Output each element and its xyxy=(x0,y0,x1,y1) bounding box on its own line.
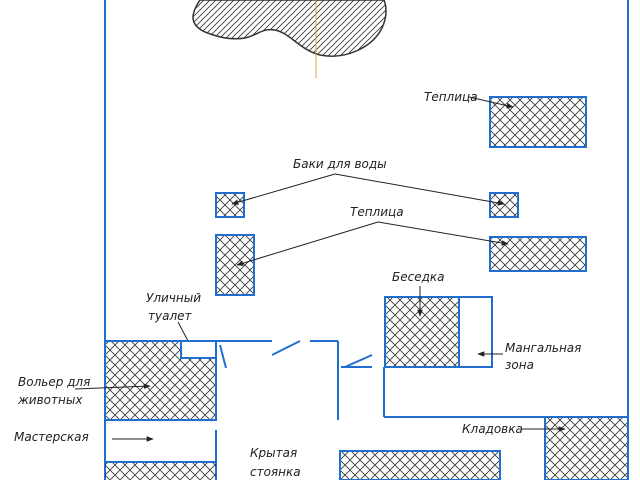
aviary-cutout xyxy=(182,342,215,357)
leader-water-tank-right xyxy=(334,173,505,206)
greenhouse-top xyxy=(489,96,587,148)
greenhouse-mid-left xyxy=(215,234,255,296)
label-workshop: Мастерская xyxy=(14,430,89,444)
label-grill-zone-1: Мангальная xyxy=(505,341,581,355)
water-tank-left xyxy=(215,192,245,218)
label-greenhouse-top: Теплица xyxy=(424,90,478,104)
label-outdoor-toilet-2: туалет xyxy=(148,309,192,323)
greenhouse-mid-right xyxy=(489,236,587,272)
label-carport-1: Крытая xyxy=(250,446,297,460)
leader-aviary xyxy=(74,383,151,390)
label-greenhouse-mid: Теплица xyxy=(350,205,404,219)
doors xyxy=(197,340,373,369)
storage xyxy=(544,416,629,480)
aviary-cutout-wall xyxy=(180,341,216,359)
label-water-tanks: Баки для воды xyxy=(293,157,387,171)
grill-zone-outline xyxy=(459,296,493,368)
label-outdoor-toilet-1: Уличный xyxy=(146,291,201,305)
label-storage: Кладовка xyxy=(462,422,523,436)
leader-water-tank-left xyxy=(231,173,336,205)
gazebo xyxy=(384,296,460,368)
carport xyxy=(339,450,501,480)
pond-blob xyxy=(192,0,387,57)
label-aviary-2: животных xyxy=(17,393,83,407)
label-carport-2: стоянка xyxy=(250,465,301,479)
label-aviary-1: Вольер для xyxy=(18,375,90,389)
leader-greenhouse-mid-left xyxy=(236,221,379,266)
label-grill-zone-2: зона xyxy=(505,358,534,372)
water-tank-right xyxy=(489,192,519,218)
leader-greenhouse-mid-right xyxy=(377,221,509,246)
label-gazebo: Беседка xyxy=(392,270,445,284)
leader-greenhouse-top xyxy=(468,96,514,109)
workshop-hatch xyxy=(105,463,216,480)
